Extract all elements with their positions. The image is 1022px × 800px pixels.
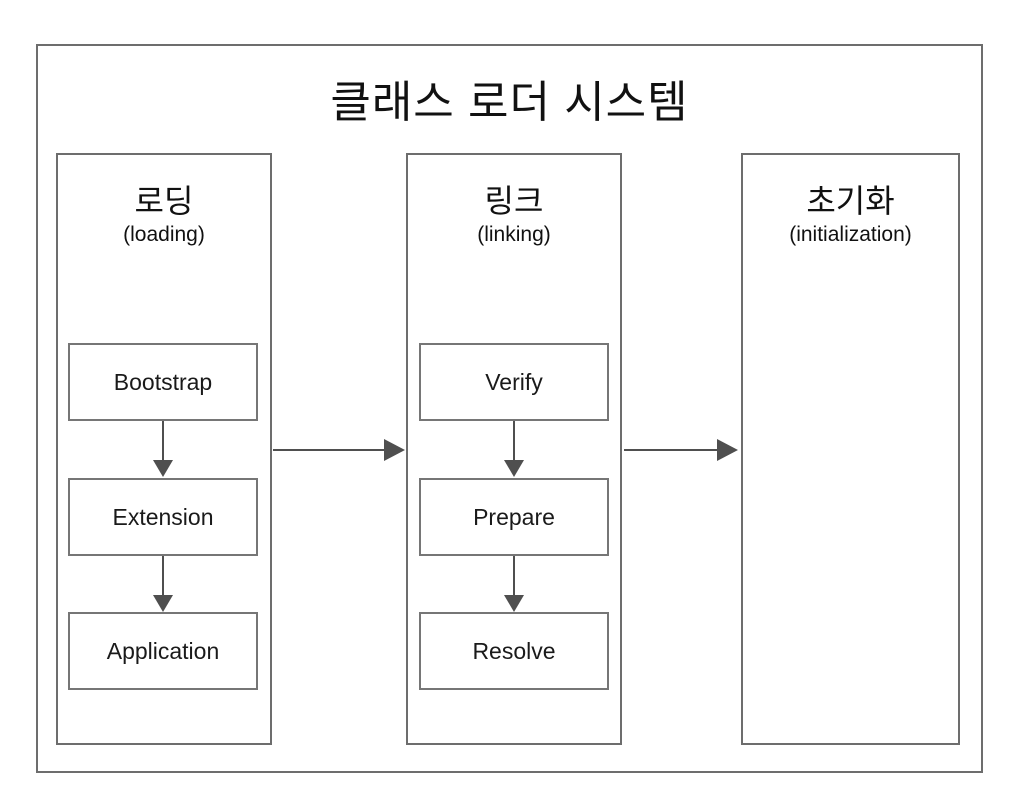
step-box-application: Application <box>68 612 258 690</box>
arrow-verify-to-prepare-icon <box>504 421 524 477</box>
step-box-verify: Verify <box>419 343 609 421</box>
phase-header-loading: 로딩 (loading) <box>58 155 270 249</box>
arrow-extension-to-application-icon <box>153 556 173 612</box>
step-box-prepare: Prepare <box>419 478 609 556</box>
step-box-resolve: Resolve <box>419 612 609 690</box>
arrow-prepare-to-resolve-icon <box>504 556 524 612</box>
phase-subtitle-linking: (linking) <box>477 223 551 246</box>
arrow-loading-to-linking-icon <box>273 439 405 461</box>
phase-subtitle-loading: (loading) <box>123 223 205 246</box>
phase-header-linking: 링크 (linking) <box>408 155 620 249</box>
arrow-bootstrap-to-extension-icon <box>153 421 173 477</box>
step-box-bootstrap: Bootstrap <box>68 343 258 421</box>
diagram-title: 클래스 로더 시스템 <box>330 78 689 127</box>
phase-name-loading: 로딩 <box>134 183 194 219</box>
phase-name-initialization: 초기화 <box>806 183 895 219</box>
phase-column-initialization: 초기화 (initialization) <box>741 153 960 745</box>
phase-subtitle-initialization: (initialization) <box>789 223 912 246</box>
phase-header-initialization: 초기화 (initialization) <box>743 155 958 249</box>
arrow-linking-to-initialization-icon <box>624 439 738 461</box>
step-box-extension: Extension <box>68 478 258 556</box>
phase-name-linking: 링크 <box>484 183 544 219</box>
